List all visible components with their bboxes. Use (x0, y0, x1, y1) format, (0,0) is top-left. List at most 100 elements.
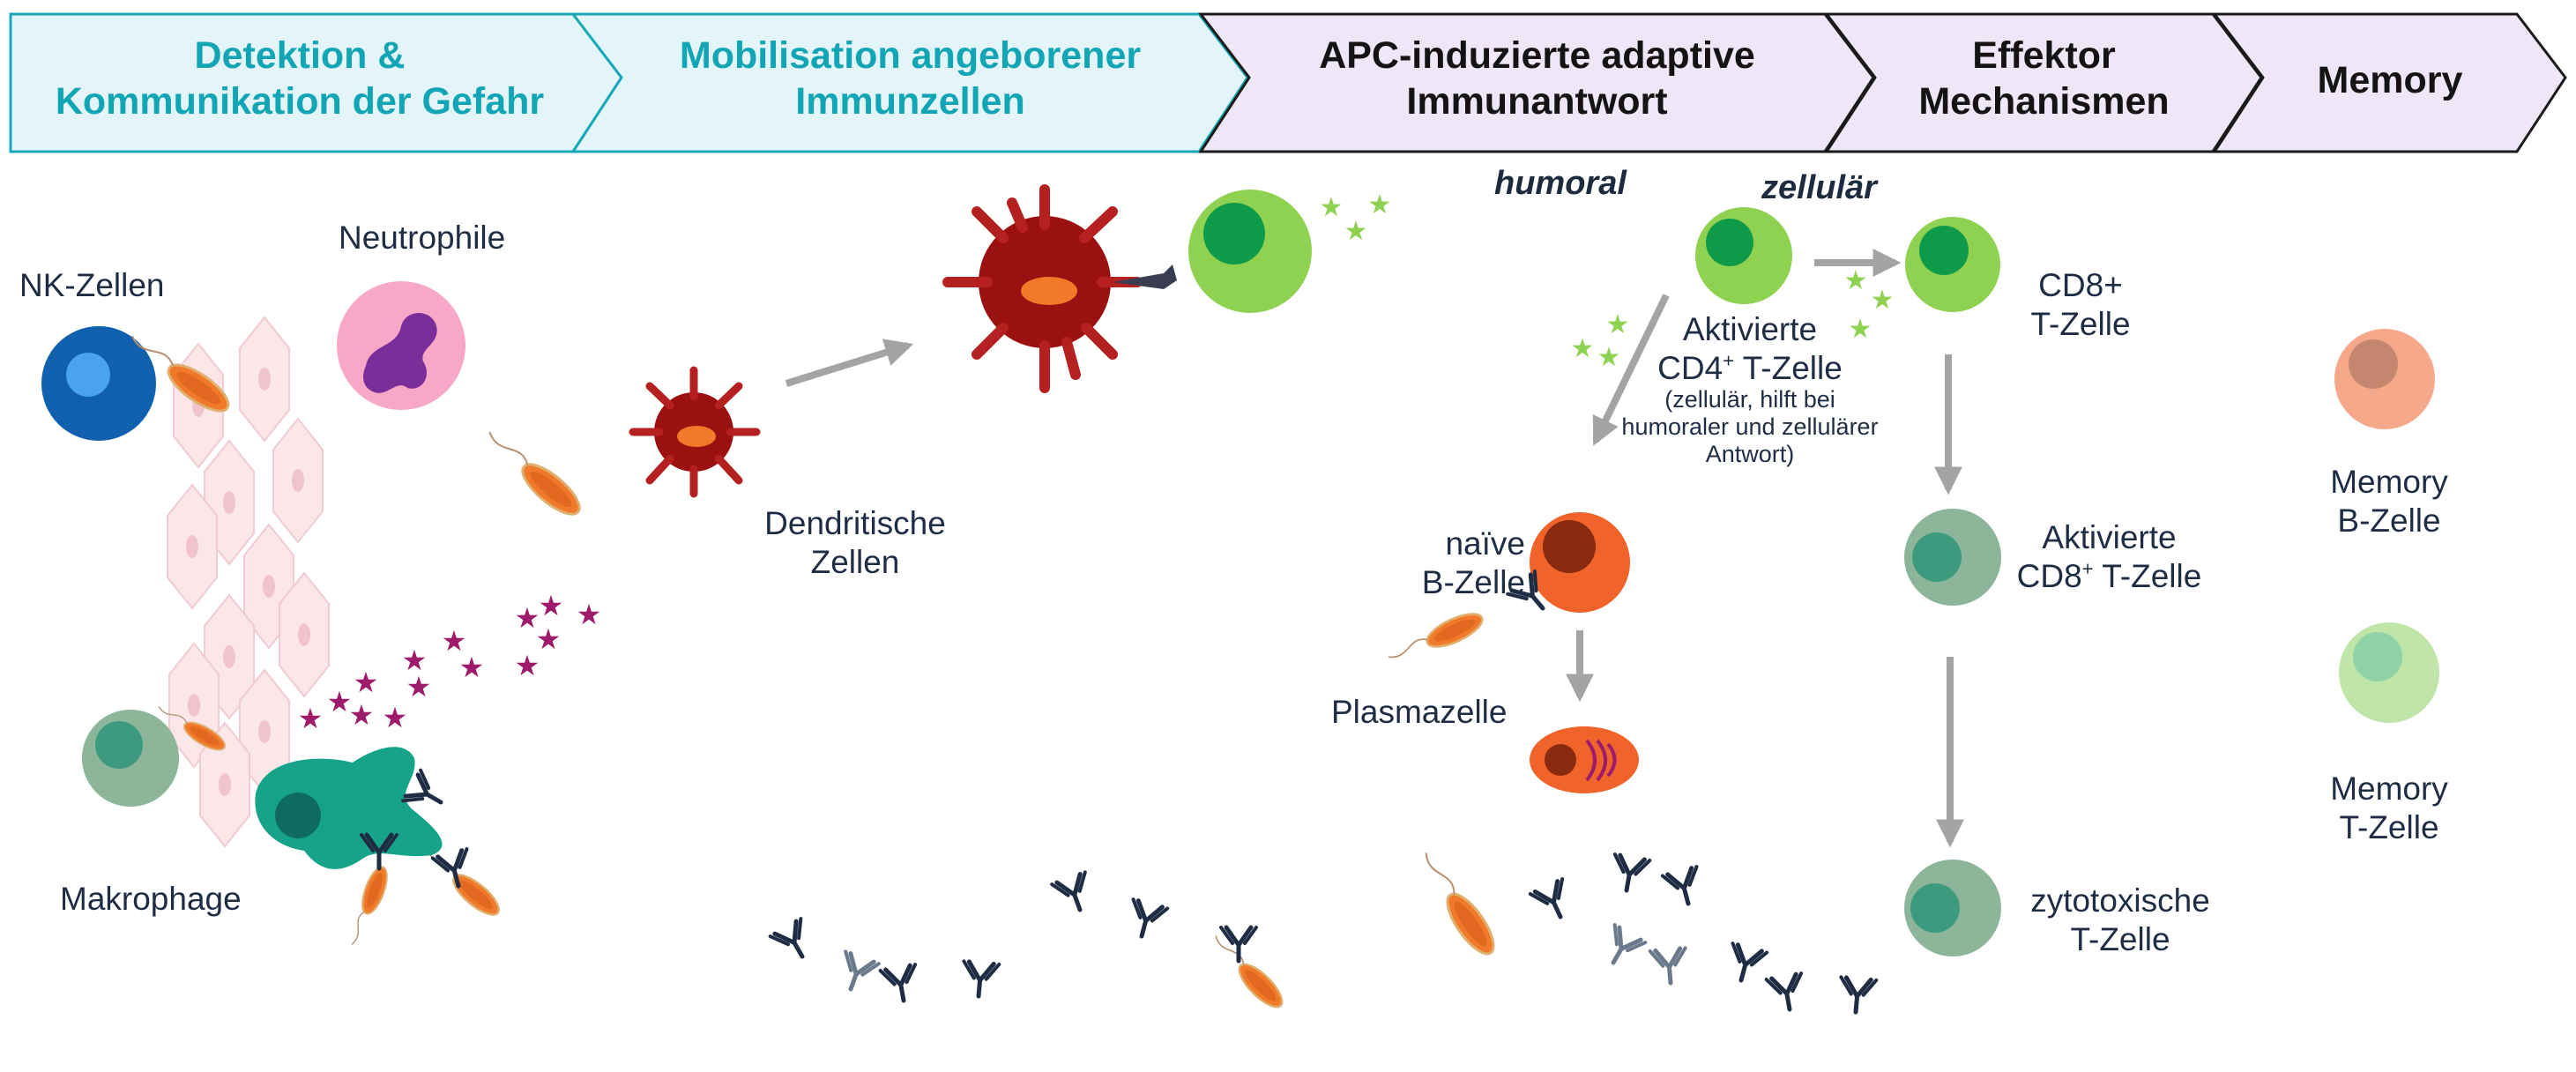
antibody-icon (1724, 943, 1767, 985)
label-nk-cells: NK-Zellen (19, 267, 165, 303)
label-cd8-line1: CD8+ (2038, 267, 2123, 303)
label-cd4-sup: + (1723, 350, 1735, 373)
antibody-icon (1609, 854, 1649, 893)
stage-title-5: Memory (2263, 58, 2517, 104)
label-plasma-cell: Plasmazelle (1331, 694, 1508, 730)
bacterium-icon (345, 863, 393, 950)
antibody-icon (1650, 948, 1688, 984)
cytokine-star-icon: ★ (354, 666, 379, 699)
label-dendritic-line1: Dendritische (764, 505, 946, 541)
cd8-t-cell-icon (1905, 217, 2000, 312)
label-activated-cd4: Aktivierte CD4+ T-Zelle (1622, 310, 1878, 389)
dendritic-cell-icon (629, 366, 761, 498)
stage-title-4-line1: Effektor (1972, 34, 2116, 77)
nk-cell-icon (41, 326, 156, 441)
label-cd4-line1: Aktivierte (1682, 311, 1818, 347)
bacterium-icon (477, 423, 588, 524)
stage-title-3-line2: Immunantwort (1406, 79, 1668, 123)
label-memory-b-cell: Memory B-Zelle (2292, 463, 2486, 541)
antibody-icon (1598, 925, 1646, 972)
label-cd4-note: (zellulär, hilft bei humoraler und zellu… (1587, 386, 1913, 468)
stage-title-2-line2: Immunzellen (795, 79, 1025, 123)
stage-chevron-4 (1823, 12, 2263, 153)
stage-title-5-line1: Memory (2317, 59, 2463, 101)
antibody-icon (1838, 977, 1876, 1013)
antibody-icon (1221, 927, 1256, 961)
signal-star-icon: ★ (1597, 342, 1621, 373)
label-mem-b-line2: B-Zelle (2337, 502, 2441, 540)
signal-star-icon: ★ (1571, 333, 1595, 364)
activated-cd8-t-cell-icon (1904, 509, 2001, 606)
label-cd4-suffix: T-Zelle (1734, 350, 1843, 387)
cytokine-star-icon: ★ (442, 624, 467, 658)
stage-title-1-line1: Detektion & (194, 34, 406, 77)
stage-title-3: APC-induzierte adaptive Immunantwort (1249, 34, 1825, 124)
signal-star-icon: ★ (1344, 216, 1368, 247)
memory-b-cell-icon (2334, 329, 2435, 429)
antibody-cluster-right (1530, 854, 1876, 1014)
label-cd4-note-line1: (zellulär, hilft bei (1664, 386, 1835, 413)
label-naive-b-line2: B-Zelle (1421, 564, 1525, 601)
label-activated-cd8: Aktivierte CD8+ T-Zelle (1988, 518, 2230, 597)
plasma-cell-icon (1530, 726, 1639, 793)
epithelial-cell-icon (272, 418, 324, 543)
label-naive-b-line1: naïve (1445, 525, 1525, 562)
label-act-cd8-line2: CD8+ T-Zelle (1988, 557, 2230, 596)
label-cytotoxic-line2: T-Zelle (2070, 921, 2170, 958)
cytokine-star-icon: ★ (402, 644, 428, 677)
bacterium-icon (1384, 606, 1488, 672)
stage-header-2 (570, 12, 1249, 153)
stage-chevron-5 (2211, 12, 2567, 153)
label-dendritic-line2: Zellen (810, 544, 900, 581)
label-act-cd8-sup: + (2081, 558, 2094, 581)
effector-t-cell-icon (82, 710, 179, 807)
cytokine-star-icon: ★ (515, 601, 540, 635)
arrow-dc-maturation (785, 339, 914, 387)
cytokine-star-icon: ★ (536, 622, 562, 656)
antibody-icon (1052, 872, 1097, 915)
macrophage-icon (255, 747, 443, 869)
stage-title-1-line2: Kommunikation der Gefahr (55, 79, 545, 123)
label-act-cd8-suffix: T-Zelle (2093, 558, 2202, 595)
section-humoral: humoral (1494, 165, 1627, 202)
stage-title-1: Detektion & Kommunikation der Gefahr (18, 34, 582, 124)
antibody-icon (1767, 973, 1807, 1012)
arrow-cd4-to-b-cell (1592, 294, 1670, 446)
label-cd8-line2: T-Zelle (2030, 306, 2131, 343)
antibody-cluster-center (771, 872, 1256, 1003)
stage-title-3-line1: APC-induzierte adaptive (1319, 34, 1755, 77)
signal-star-icon: ★ (1368, 190, 1392, 220)
t-cell-icon (1188, 190, 1312, 313)
section-cellular: zellulär (1761, 169, 1877, 206)
stage-title-2: Mobilisation angeborener Immunzellen (622, 34, 1199, 124)
epithelial-cell-icon (239, 316, 290, 442)
cd4-t-cell-icon (1695, 207, 1792, 304)
label-cd4-prefix: CD4 (1657, 350, 1724, 387)
stage-header-3 (1197, 12, 1875, 153)
signal-star-group: ★ ★ ★ ★ ★ ★ ★ ★ ★ (1320, 190, 1895, 373)
cytokine-star-group: ★ ★ ★ ★ ★ ★ ★ ★ ★ ★ ★ ★ ★ ★ (298, 589, 602, 735)
antibody-icon (834, 951, 879, 994)
label-dendritic-cells: Dendritische Zellen (732, 504, 979, 583)
antibody-icon (1530, 879, 1576, 924)
signal-star-icon: ★ (1849, 314, 1872, 345)
label-mem-t-line2: T-Zelle (2339, 809, 2439, 846)
cytokine-star-icon: ★ (349, 698, 375, 732)
signal-star-icon: ★ (1606, 309, 1630, 340)
bacterium-icon (1410, 846, 1503, 962)
label-macrophage: Makrophage (60, 881, 242, 917)
antibody-icon (1663, 867, 1705, 908)
label-cytotoxic-line1: zytotoxische (2030, 882, 2210, 919)
label-mem-b-line1: Memory (2330, 464, 2448, 500)
b-cell-icon (1508, 512, 1630, 620)
antibody-icon (1125, 899, 1167, 941)
cytokine-star-icon: ★ (406, 670, 432, 704)
label-neutrophils: Neutrophile (339, 220, 506, 256)
antibody-icon (771, 919, 818, 965)
antibody-icon (961, 961, 999, 997)
stage-title-4: Effektor Mechanismen (1875, 34, 2213, 124)
label-act-cd8-line1: Aktivierte (2042, 519, 2177, 555)
cytotoxic-t-cell-icon (1904, 860, 2001, 957)
